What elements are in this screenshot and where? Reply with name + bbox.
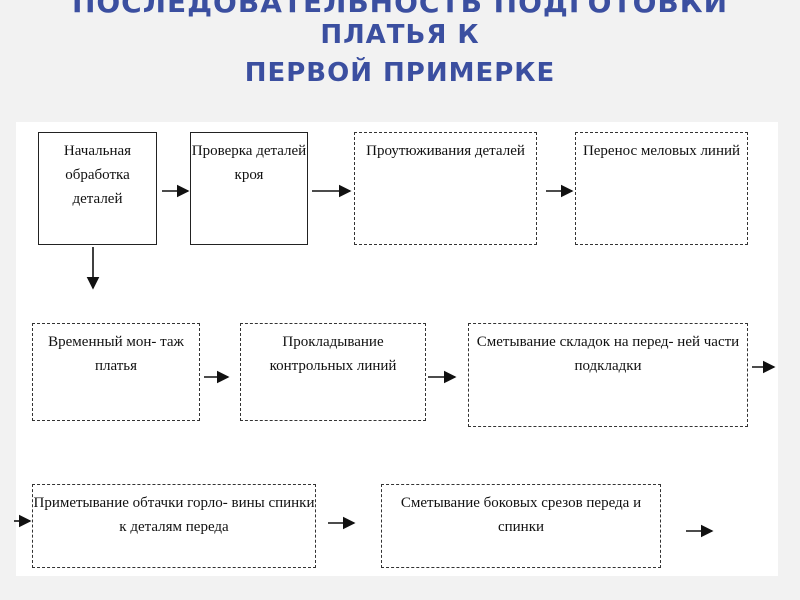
- step-box-initial-processing: Начальная обработка деталей: [38, 132, 157, 245]
- step-box-transfer-chalk-lines: Перенос меловых линий: [575, 132, 748, 245]
- step-box-control-lines: Прокладывание контрольных линий: [240, 323, 426, 421]
- step-box-baste-neck-facing: Приметывание обтачки горло- вины спинки …: [32, 484, 316, 568]
- step-box-ironing-parts: Проутюживания деталей: [354, 132, 537, 245]
- step-box-check-cut-parts: Проверка деталей кроя: [190, 132, 308, 245]
- page-title-line-3: ПЕРВОЙ ПРИМЕРКЕ: [244, 58, 556, 88]
- step-box-baste-lining-pleats: Сметывание складок на перед- ней части п…: [468, 323, 748, 427]
- page-title-line-2: ПЛАТЬЯ К: [320, 20, 480, 50]
- step-box-temporary-assembly: Временный мон- таж платья: [32, 323, 200, 421]
- step-box-baste-side-seams: Сметывание боковых срезов переда и спинк…: [381, 484, 661, 568]
- page-title-line-1: ПОСЛЕДОВАТЕЛЬНОСТЬ ПОДГОТОВКИ: [71, 0, 729, 19]
